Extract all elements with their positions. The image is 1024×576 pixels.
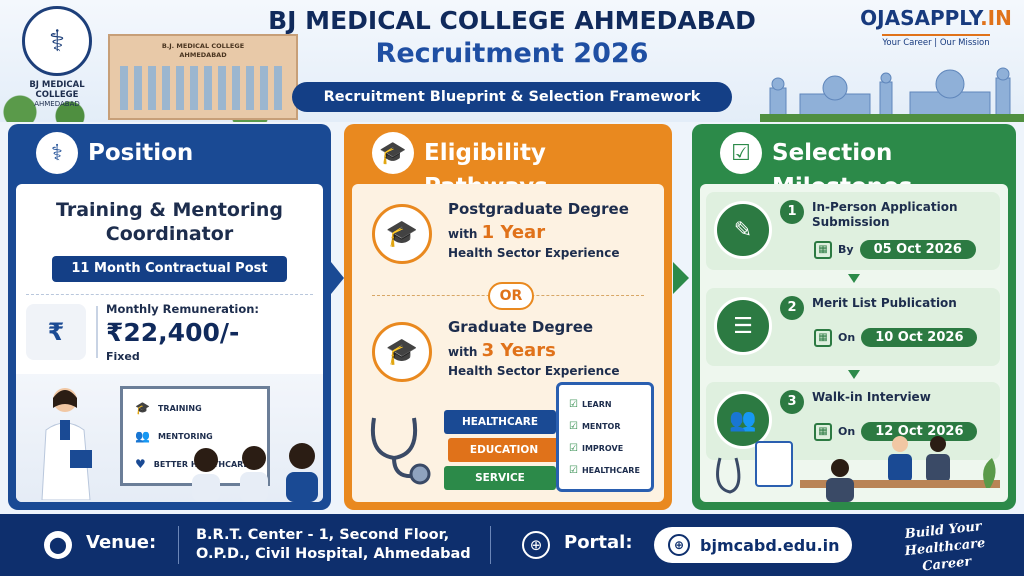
or-badge: OR xyxy=(488,282,534,310)
brand-tagline: Your Career | Our Mission xyxy=(882,34,990,48)
eligibility-option: 🎓 Graduate Degree with 3 Years Health Se… xyxy=(372,318,654,388)
diploma-icon: 🎓 xyxy=(372,204,432,264)
step-number: 3 xyxy=(780,390,804,414)
milestone-step: ✎ 1 In-Person Application Submission ▦ By… xyxy=(706,192,1000,270)
eligibility-option: 🎓 Postgraduate Degree with 1 Year Health… xyxy=(372,200,654,270)
globe-icon: ⊕ xyxy=(522,531,550,559)
graduation-cap-icon: 🎓 xyxy=(135,401,150,415)
check-icon: ☑ xyxy=(569,443,578,454)
group-icon: 👥 xyxy=(135,429,150,443)
logo-line2: AHMEDABAD xyxy=(34,100,80,108)
step-number: 1 xyxy=(780,200,804,224)
down-arrow-icon xyxy=(848,274,860,283)
date-prefix: On xyxy=(838,425,856,438)
brand-name: OJASAPPLY xyxy=(860,6,981,30)
footer-bar: ⬤ Venue: B.R.T. Center - 1, Second Floor… xyxy=(0,514,1024,576)
training-scene-illustration: 🎓TRAINING 👥MENTORING ♥BETTER HEALTHCARE xyxy=(16,374,323,502)
page-subtitle: Recruitment 2026 xyxy=(375,38,649,69)
venue-label: Venue: xyxy=(86,532,157,553)
rupee-coins-icon: ₹ xyxy=(26,304,86,360)
heartbeat-icon: ♥ xyxy=(135,457,146,471)
checklist-icon: ☑ xyxy=(720,132,762,174)
experience-years: with 3 Years xyxy=(448,340,556,361)
book-label: HEALTHCARE xyxy=(444,410,556,434)
eligibility-panel: 🎓 Eligibility Pathways 🎓 Postgraduate De… xyxy=(344,124,672,510)
application-form-icon: ✎ xyxy=(714,201,772,259)
checklist-item: ☑HEALTHCARE xyxy=(569,465,640,476)
graduation-cap-icon: 🎓 xyxy=(372,132,414,174)
flow-arrow-icon xyxy=(673,262,689,294)
position-panel: ⚕ Position Training & Mentoring Coordina… xyxy=(8,124,331,510)
book-label: EDUCATION xyxy=(448,438,560,462)
merit-list-icon: ☰ xyxy=(714,297,772,355)
presentation-board: 🎓TRAINING 👥MENTORING ♥BETTER HEALTHCARE xyxy=(120,386,270,486)
globe-icon: ⊕ xyxy=(668,534,690,556)
logo-line1: BJ MEDICAL COLLEGE xyxy=(29,80,85,100)
location-pin-icon: ⬤ xyxy=(44,531,72,559)
date-prefix: On xyxy=(838,331,856,344)
degree-label: Postgraduate Degree xyxy=(448,200,629,218)
interview-panel-illustration xyxy=(716,436,1000,502)
brand-suffix: .IN xyxy=(980,6,1012,30)
calendar-icon: ▦ xyxy=(814,328,832,347)
book-label: SERVICE xyxy=(444,466,556,490)
step-date: 12 Oct 2026 xyxy=(861,422,978,441)
remuneration-note: Fixed xyxy=(106,350,140,363)
building-sign: B.J. MEDICAL COLLEGE AHMEDABAD xyxy=(161,42,245,59)
portal-label: Portal: xyxy=(564,532,633,553)
portal-link[interactable]: ⊕ bjmcabd.edu.in xyxy=(654,527,852,563)
flow-arrow-icon xyxy=(331,262,344,294)
calendar-icon: ▦ xyxy=(814,240,832,259)
doctor-icon: ⚕ xyxy=(36,132,78,174)
step-title: Walk-in Interview xyxy=(812,390,931,404)
checklist-item: ☑MENTOR xyxy=(569,421,621,432)
experience-sector: Health Sector Experience xyxy=(448,364,620,378)
page-title: BJ MEDICAL COLLEGE AHMEDABAD xyxy=(268,6,756,35)
interview-icon: 👥 xyxy=(714,391,772,449)
footer-tagline: Build Your Healthcare Career xyxy=(904,519,986,575)
checklist-clipboard: ☑LEARN ☑MENTOR ☑IMPROVE ☑HEALTHCARE xyxy=(556,382,654,492)
role-title: Training & Mentoring Coordinator xyxy=(55,199,283,245)
step-date: 10 Oct 2026 xyxy=(861,328,978,347)
degree-label: Graduate Degree xyxy=(448,318,594,336)
board-item: 👥MENTORING xyxy=(135,429,213,443)
doctor-illustration xyxy=(41,388,92,500)
experience-sector: Health Sector Experience xyxy=(448,246,620,260)
checklist-item: ☑IMPROVE xyxy=(569,443,624,454)
check-icon: ☑ xyxy=(569,421,578,432)
header-banner: B.J. MEDICAL COLLEGE AHMEDABAD ⚕ BJ MEDI… xyxy=(0,0,1024,122)
diploma-icon: 🎓 xyxy=(372,322,432,382)
checklist-item: ☑LEARN xyxy=(569,399,612,410)
experience-years: with 1 Year xyxy=(448,222,546,243)
stethoscope-icon xyxy=(371,417,431,485)
portal-url: bjmcabd.edu.in xyxy=(700,535,840,555)
board-item: 🎓TRAINING xyxy=(135,401,202,415)
caduceus-icon: ⚕ xyxy=(22,6,92,76)
step-title: Merit List Publication xyxy=(812,296,957,310)
header-pill: Recruitment Blueprint & Selection Framew… xyxy=(292,82,732,112)
contract-badge: 11 Month Contractual Post xyxy=(52,256,287,282)
position-heading: Position xyxy=(88,140,194,166)
remuneration-label: Monthly Remuneration: xyxy=(106,302,260,316)
students-illustration xyxy=(192,443,318,502)
brand-logo[interactable]: OJASAPPLY.IN Your Career | Our Mission xyxy=(852,6,1020,49)
venue-address: B.R.T. Center - 1, Second Floor, O.P.D.,… xyxy=(196,527,471,562)
check-icon: ☑ xyxy=(569,465,578,476)
step-date: 05 Oct 2026 xyxy=(859,240,976,259)
books-stack: HEALTHCARE EDUCATION SERVICE xyxy=(444,410,564,494)
calendar-icon: ▦ xyxy=(814,422,832,441)
check-icon: ☑ xyxy=(569,399,578,410)
remuneration-value: ₹22,400/- xyxy=(106,318,240,347)
date-prefix: By xyxy=(838,243,854,256)
palace-skyline-illustration xyxy=(760,67,1024,122)
divider xyxy=(26,294,313,295)
step-title: In-Person Application Submission xyxy=(812,200,958,229)
college-building-illustration: B.J. MEDICAL COLLEGE AHMEDABAD xyxy=(108,34,298,120)
down-arrow-icon xyxy=(848,370,860,379)
college-logo: ⚕ BJ MEDICAL COLLEGE AHMEDABAD xyxy=(8,6,106,116)
milestone-step: ☰ 2 Merit List Publication ▦ On 10 Oct 202… xyxy=(706,288,1000,366)
step-number: 2 xyxy=(780,296,804,320)
selection-panel: ☑ Selection Milestones ✎ 1 In-Person App… xyxy=(692,124,1016,510)
